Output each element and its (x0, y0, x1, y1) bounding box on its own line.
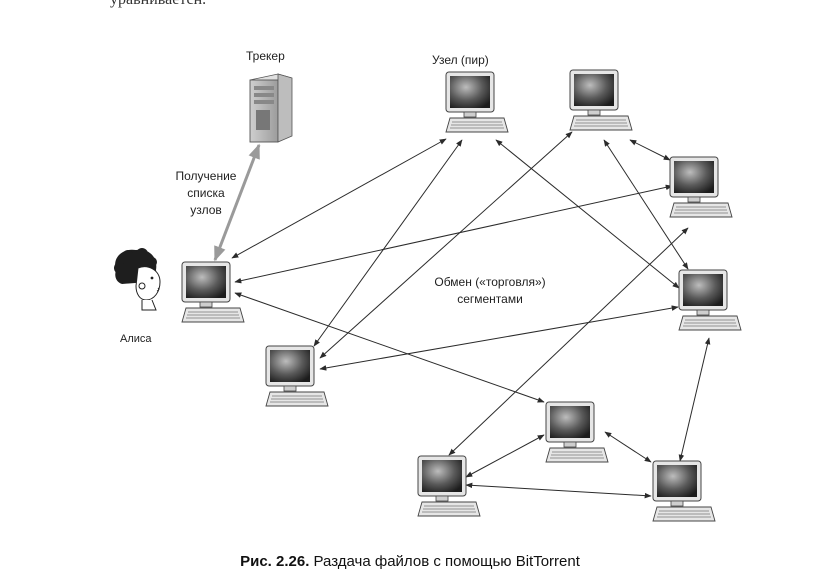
exchange-label-line1: Обмен («торговля») (434, 275, 546, 289)
computer-bottom-right-icon (652, 460, 716, 522)
get-list-label-line3: узлов (190, 203, 222, 217)
exchange-links (231, 131, 711, 499)
peer-label: Узел (пир) (432, 53, 489, 67)
figure-number: Рис. 2.26. (240, 553, 310, 570)
computer-bottom-left-icon (417, 455, 481, 517)
figure-caption: Рис. 2.26. Раздача файлов с помощью BitT… (0, 553, 820, 570)
page-top-text-fragment: уравниваетсн. (110, 0, 206, 9)
alice-label: Алиса (120, 333, 152, 345)
get-list-label-line2: списка (187, 186, 225, 200)
link-bottom-left-bottom-right (465, 482, 652, 499)
link-peer-top-right-mid (495, 139, 680, 289)
link-right-upper-bottom-left (448, 227, 689, 456)
tracker-label: Трекер (246, 49, 285, 63)
link-top-right-right-upper (629, 139, 671, 161)
exchange-label-line2: сегментами (457, 292, 523, 306)
computer-bottom-center-icon (545, 401, 609, 463)
link-alice-right-upper (234, 184, 673, 284)
link-right-mid-bottom-right (678, 337, 711, 462)
bittorrent-diagram (114, 69, 742, 522)
tracker-server-icon (249, 73, 293, 143)
computer-right-upper-icon (669, 156, 733, 218)
get-list-label-line1: Получение (175, 169, 237, 183)
link-top-right-left-mid (319, 131, 573, 359)
link-alice-peer-top (231, 138, 447, 259)
computer-left-mid-icon (265, 345, 329, 407)
computer-peer-top-icon (445, 71, 509, 133)
link-right-mid-left-mid (319, 305, 679, 371)
alice-person-icon (114, 248, 161, 311)
link-bottom-center-bottom-left (465, 434, 545, 478)
computer-alice-icon (181, 261, 245, 323)
figure-caption-text: Раздача файлов с помощью BitTorrent (313, 553, 580, 570)
tracker-alice-arrow (213, 143, 261, 262)
computer-right-mid-icon (678, 269, 742, 331)
link-bottom-center-bottom-right (604, 431, 652, 463)
computer-top-right-icon (569, 69, 633, 131)
